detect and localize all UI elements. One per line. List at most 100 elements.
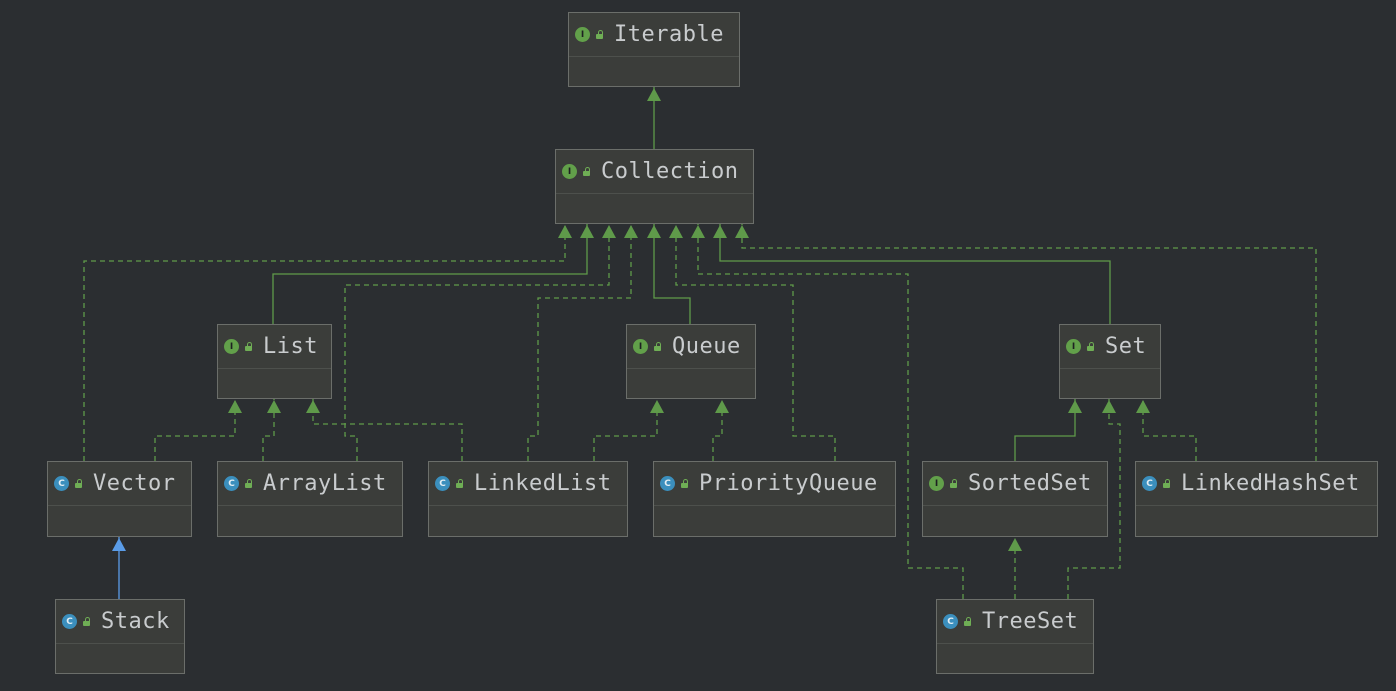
edge-line (712, 399, 723, 461)
node-label: Stack (101, 609, 170, 634)
node-header[interactable]: C TreeSet (937, 600, 1093, 644)
unlocked-padlock-icon (1086, 342, 1095, 351)
arrowhead-icon (624, 225, 638, 238)
node-list[interactable]: I List (217, 324, 332, 399)
unlocked-padlock-icon (455, 479, 464, 488)
edge-linkedlist-to-collection (527, 224, 638, 461)
edge-sortedset-to-set (1014, 399, 1082, 461)
unlocked-padlock-icon (595, 30, 604, 39)
node-header[interactable]: C LinkedList (429, 462, 627, 506)
node-label: Vector (93, 471, 176, 496)
node-set[interactable]: I Set (1059, 324, 1161, 399)
node-queue[interactable]: I Queue (626, 324, 756, 399)
arrowhead-icon (306, 400, 320, 413)
node-iterable[interactable]: I Iterable (568, 12, 740, 87)
node-header[interactable]: I List (218, 325, 331, 369)
arrowhead-icon (715, 400, 729, 413)
edge-linkedlist-to-queue (593, 399, 664, 461)
node-header[interactable]: C LinkedHashSet (1136, 462, 1377, 506)
node-label: TreeSet (982, 609, 1079, 634)
unlocked-padlock-icon (653, 342, 662, 351)
edge-vector-to-list (154, 399, 242, 461)
edge-treeset-to-set (1067, 399, 1121, 599)
node-label: LinkedHashSet (1181, 471, 1360, 496)
node-arraylist[interactable]: C ArrayList (217, 461, 403, 537)
edge-line (272, 224, 588, 324)
arrowhead-icon (647, 225, 661, 238)
edge-queue-to-collection (647, 224, 691, 324)
arrowhead-icon (735, 225, 749, 238)
edge-arraylist-to-collection (344, 224, 616, 461)
edge-line (527, 224, 632, 461)
edge-line (154, 399, 236, 461)
interface-badge-icon: I (929, 476, 944, 491)
arrowhead-icon (691, 225, 705, 238)
arrowhead-icon (647, 88, 661, 101)
class-badge-icon: C (435, 476, 450, 491)
node-header[interactable]: I Iterable (569, 13, 739, 57)
node-header[interactable]: C ArrayList (218, 462, 402, 506)
class-badge-icon: C (54, 476, 69, 491)
unlocked-padlock-icon (1162, 479, 1171, 488)
node-label: PriorityQueue (699, 471, 878, 496)
node-linkedhashset[interactable]: C LinkedHashSet (1135, 461, 1378, 537)
edge-arraylist-to-list (262, 399, 281, 461)
node-header[interactable]: I SortedSet (923, 462, 1107, 506)
arrowhead-icon (580, 225, 594, 238)
node-treeset[interactable]: C TreeSet (936, 599, 1094, 674)
edge-treeset-to-collection (691, 224, 964, 599)
interface-badge-icon: I (562, 164, 577, 179)
edge-line (1014, 399, 1076, 461)
node-label: SortedSet (968, 471, 1092, 496)
edge-line (719, 224, 1111, 324)
node-stack[interactable]: C Stack (55, 599, 185, 674)
edge-linkedhashset-to-set (1136, 399, 1197, 461)
arrowhead-icon (1068, 400, 1082, 413)
arrowhead-icon (228, 400, 242, 413)
unlocked-padlock-icon (949, 479, 958, 488)
edge-line (83, 224, 566, 461)
edge-priorityqueue-to-queue (712, 399, 729, 461)
node-vector[interactable]: C Vector (47, 461, 192, 537)
edge-linkedlist-to-list (306, 399, 463, 461)
unlocked-padlock-icon (244, 479, 253, 488)
node-sortedset[interactable]: I SortedSet (922, 461, 1108, 537)
arrowhead-icon (650, 400, 664, 413)
node-header[interactable]: C PriorityQueue (654, 462, 895, 506)
edge-line (653, 224, 691, 324)
edge-priorityqueue-to-collection (669, 224, 836, 461)
interface-badge-icon: I (1066, 339, 1081, 354)
unlocked-padlock-icon (74, 479, 83, 488)
edge-set-to-collection (713, 224, 1111, 324)
edge-vector-to-collection (83, 224, 572, 461)
arrowhead-icon (1136, 400, 1150, 413)
class-badge-icon: C (660, 476, 675, 491)
node-label: Collection (601, 159, 739, 184)
arrowhead-icon (669, 225, 683, 238)
arrowhead-icon (558, 225, 572, 238)
node-priorityqueue[interactable]: C PriorityQueue (653, 461, 896, 537)
class-badge-icon: C (1142, 476, 1157, 491)
interface-badge-icon: I (224, 339, 239, 354)
node-collection[interactable]: I Collection (555, 149, 754, 224)
node-header[interactable]: I Queue (627, 325, 755, 369)
edge-treeset-to-sortedset (1008, 537, 1022, 599)
node-label: ArrayList (263, 471, 387, 496)
arrowhead-icon (713, 225, 727, 238)
node-header[interactable]: C Vector (48, 462, 191, 506)
class-badge-icon: C (943, 614, 958, 629)
unlocked-padlock-icon (82, 617, 91, 626)
edge-collection-to-iterable (647, 87, 661, 149)
edge-line (741, 224, 1317, 461)
unlocked-padlock-icon (680, 479, 689, 488)
node-header[interactable]: C Stack (56, 600, 184, 644)
node-header[interactable]: I Collection (556, 150, 753, 194)
edge-line (1142, 399, 1197, 461)
node-linkedlist[interactable]: C LinkedList (428, 461, 628, 537)
arrowhead-icon (602, 225, 616, 238)
edge-linkedhashset-to-collection (735, 224, 1317, 461)
node-label: Queue (672, 334, 741, 359)
node-header[interactable]: I Set (1060, 325, 1160, 369)
interface-badge-icon: I (575, 27, 590, 42)
node-label: Iterable (614, 22, 724, 47)
